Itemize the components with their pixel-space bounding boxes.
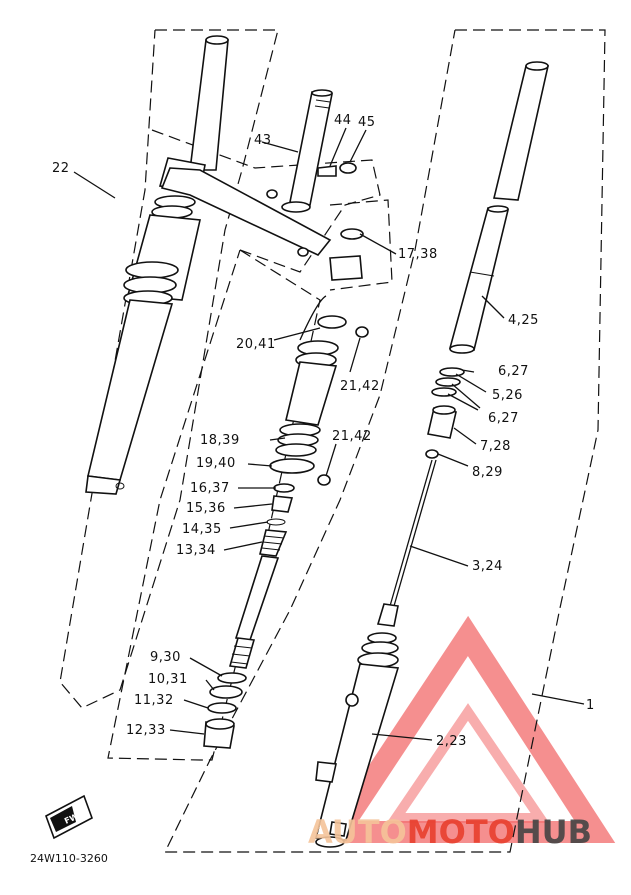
right-outer-tube <box>314 632 400 848</box>
right-small-parts <box>425 367 465 459</box>
callout-18-39: 18,39 <box>200 433 240 448</box>
callout-20-41: 20,41 <box>236 337 276 352</box>
callout-13-34: 13,34 <box>176 543 216 558</box>
callout-9-30: 9,30 <box>150 650 181 665</box>
callout-8-29: 8,29 <box>472 465 503 480</box>
watermark-brand-part2: MOTO <box>407 813 515 851</box>
watermark-inner-triangle <box>386 703 550 823</box>
leader-lines <box>73 127 585 741</box>
callout-3-24: 3,24 <box>472 559 503 574</box>
steering-stem <box>160 89 333 257</box>
callout-16-37: 16,37 <box>190 481 230 496</box>
callout-17-38: 17,38 <box>398 247 438 262</box>
outline-center-assembly <box>107 249 321 761</box>
callout-19-40: 19,40 <box>196 456 236 471</box>
damper-rod <box>376 459 437 627</box>
bolt-44-45 <box>317 162 357 177</box>
callout-6-27-lower: 6,27 <box>488 411 519 426</box>
watermark-triangle <box>317 615 616 843</box>
callout-2-23: 2,23 <box>436 734 467 749</box>
diagram-code: 24W110-3260 <box>30 852 108 865</box>
watermark-brand-part1: AUTO <box>308 813 407 851</box>
callout-labels: 22 43 44 45 17,38 4,25 20,41 21,42 6,27 … <box>52 113 595 749</box>
callout-15-36: 15,36 <box>186 501 226 516</box>
fwd-arrow-plate: FWD <box>45 794 93 840</box>
outline-top-cap <box>329 199 393 291</box>
callout-7-28: 7,28 <box>480 439 511 454</box>
callout-6-27-upper: 6,27 <box>498 364 529 379</box>
svg-text:AUTOMOTOHUB: AUTOMOTOHUB <box>308 813 592 851</box>
callout-10-31: 10,31 <box>148 672 188 687</box>
callout-44: 44 <box>334 113 352 128</box>
callout-21-42-upper: 21,42 <box>340 379 380 394</box>
callout-4-25: 4,25 <box>508 313 539 328</box>
left-fork-tube <box>85 35 229 495</box>
watermark-logo <box>317 615 616 843</box>
callout-45: 45 <box>358 115 376 130</box>
callout-43: 43 <box>254 133 272 148</box>
outline-bracket <box>151 129 381 273</box>
callout-5-26: 5,26 <box>492 388 523 403</box>
cap-bolt <box>329 228 364 281</box>
watermark-brand-part3: HUB <box>515 813 592 851</box>
right-inner-tube <box>448 61 549 354</box>
callout-11-32: 11,32 <box>134 693 174 708</box>
callout-22: 22 <box>52 161 70 176</box>
group-outlines <box>59 29 606 853</box>
watermark-brand: AUTOMOTOHUB <box>308 813 592 851</box>
outline-right-tube <box>164 29 606 853</box>
center-spring-stack <box>203 295 369 749</box>
callout-21-42-lower: 21,42 <box>332 429 372 444</box>
callout-14-35: 14,35 <box>182 522 222 537</box>
callout-12-33: 12,33 <box>126 723 166 738</box>
callout-1: 1 <box>586 698 595 713</box>
